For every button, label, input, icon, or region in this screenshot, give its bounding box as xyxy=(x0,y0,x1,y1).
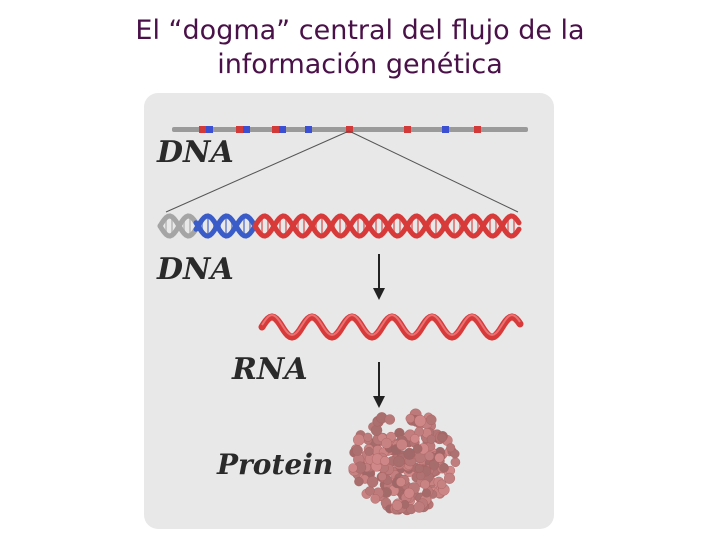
protein-atom xyxy=(426,414,437,426)
protein-atom xyxy=(426,434,436,444)
protein-molecule-icon xyxy=(348,408,461,516)
protein-atom xyxy=(384,414,396,425)
protein-atom xyxy=(352,445,363,456)
protein-atom xyxy=(450,449,460,459)
slide-title: El “dogma” central del flujo de la infor… xyxy=(0,14,720,82)
gene-marker xyxy=(474,126,481,133)
protein-atom xyxy=(354,476,364,487)
protein-atom xyxy=(377,472,387,482)
rna-ribbon xyxy=(258,313,524,341)
protein-atom xyxy=(424,451,435,461)
gene-marker xyxy=(206,126,213,133)
protein-atom xyxy=(381,437,393,449)
protein-atom xyxy=(405,413,415,424)
protein-atom xyxy=(365,486,375,496)
dna-double-helix xyxy=(157,213,522,239)
protein-atom xyxy=(348,463,358,473)
protein-atom xyxy=(393,455,405,468)
protein-atom xyxy=(370,494,381,504)
protein-atom xyxy=(437,432,447,443)
protein-atom xyxy=(443,472,456,484)
protein-atom xyxy=(380,456,390,466)
dna-label-helix: DNA xyxy=(156,252,234,287)
gene-marker xyxy=(243,126,250,133)
protein-atom xyxy=(436,479,447,490)
protein-atom xyxy=(420,479,430,490)
gene-marker xyxy=(442,126,449,133)
protein-atom xyxy=(421,488,432,498)
rna-label: RNA xyxy=(231,352,308,387)
rna-strand xyxy=(258,313,524,341)
gene-marker xyxy=(272,126,279,133)
protein-atom xyxy=(410,434,420,444)
protein-atom xyxy=(413,501,425,513)
protein-atom xyxy=(364,446,374,456)
gene-marker xyxy=(305,126,312,133)
protein-atom xyxy=(446,443,456,453)
protein-atom xyxy=(396,438,408,451)
protein-label: Protein xyxy=(216,448,333,481)
protein-atom xyxy=(352,433,365,446)
gene-markers xyxy=(199,126,481,133)
arrow-dna-to-rna-icon xyxy=(373,254,385,300)
protein-atom xyxy=(439,462,449,473)
rna-ribbon-highlight xyxy=(261,313,521,337)
protein-atom xyxy=(392,500,403,511)
protein-atom xyxy=(403,447,416,460)
protein-atom xyxy=(363,432,373,442)
protein-atom xyxy=(366,476,379,488)
protein-atom xyxy=(396,477,406,487)
title-line-2: información genética xyxy=(217,49,503,80)
arrow-rna-to-protein-icon xyxy=(373,362,385,408)
protein-atom xyxy=(403,487,415,499)
gene-marker xyxy=(346,126,353,133)
title-line-1: El “dogma” central del flujo de la xyxy=(135,15,585,46)
zoom-line-left xyxy=(165,130,350,213)
gene-marker xyxy=(404,126,411,133)
gene-marker xyxy=(199,126,206,133)
protein-atom xyxy=(450,457,461,467)
protein-atom xyxy=(414,427,424,437)
dna-strand xyxy=(252,213,522,239)
protein-atom xyxy=(414,414,427,427)
protein-atom xyxy=(434,452,445,463)
diagram-panel xyxy=(144,93,554,529)
gene-marker xyxy=(236,126,243,133)
protein-atom xyxy=(414,464,424,474)
zoom-line-right xyxy=(348,130,519,213)
dna-label-top: DNA xyxy=(156,135,234,170)
protein-atom xyxy=(412,444,423,454)
gene-marker xyxy=(279,126,286,133)
